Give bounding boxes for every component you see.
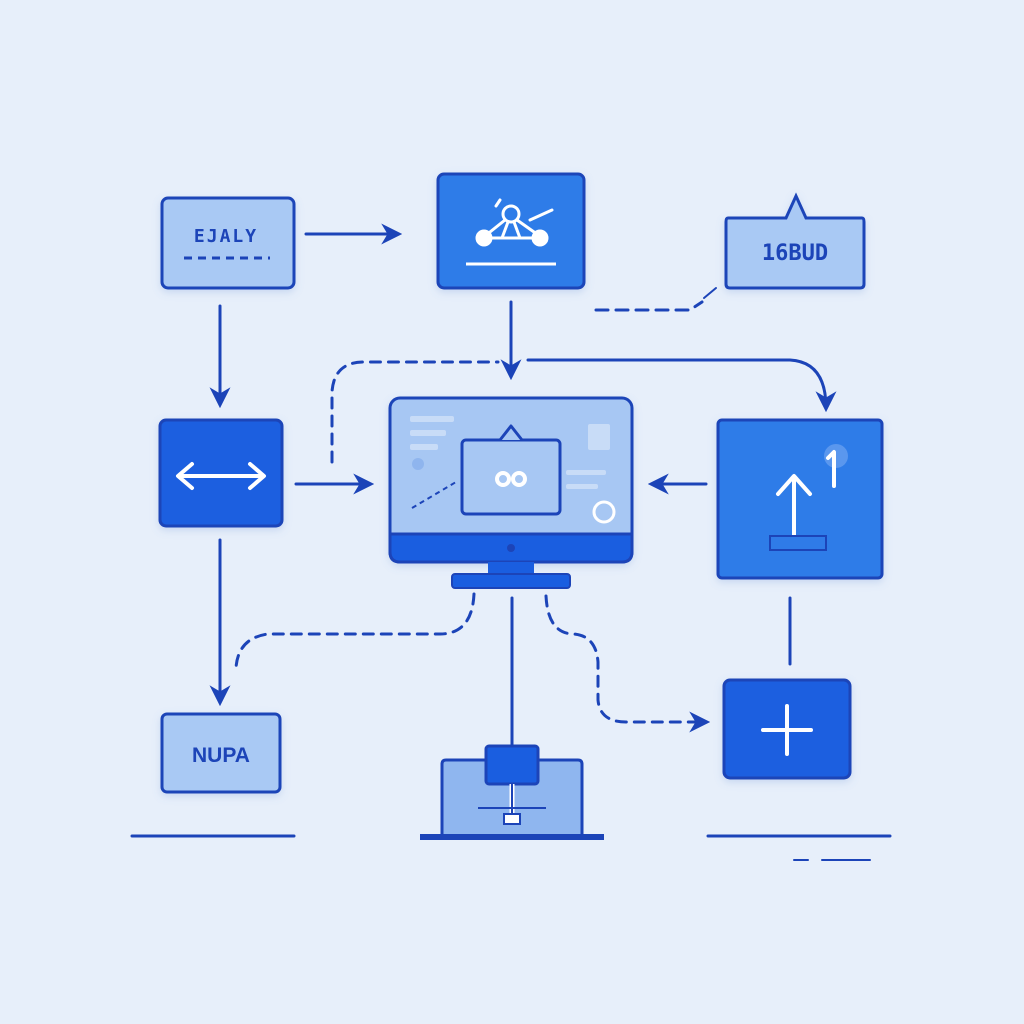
node-tag-label: 16BUD xyxy=(762,241,828,266)
node-add[interactable] xyxy=(722,678,852,780)
double-arrow-icon xyxy=(176,462,266,490)
node-early[interactable]: EJALY xyxy=(160,196,296,290)
connector-dashed-left-top xyxy=(330,360,500,464)
connectors xyxy=(209,223,837,748)
node-nupa-label: NUPA xyxy=(192,744,250,767)
upload-arrow-icon xyxy=(776,450,836,540)
node-laptop[interactable] xyxy=(420,744,604,840)
gear-network-icon xyxy=(475,198,554,247)
laptop-icon xyxy=(420,744,604,840)
monitor-window xyxy=(460,424,562,516)
node-tag[interactable]: 16BUD xyxy=(724,192,866,290)
connector-dashed-monitor-to-nupa xyxy=(234,592,476,670)
plus-icon xyxy=(761,704,813,756)
monitor-screen-decor xyxy=(410,416,616,524)
upload-base xyxy=(769,535,827,551)
node-monitor[interactable] xyxy=(388,396,634,589)
node-upload[interactable] xyxy=(716,418,884,580)
connector-dashed-monitor-to-add xyxy=(544,594,711,733)
connector-dashed-tag-tail xyxy=(703,287,717,299)
link-icon xyxy=(495,471,527,487)
connector-monitor-to-upload xyxy=(526,358,837,413)
node-nupa[interactable]: NUPA xyxy=(160,712,282,794)
node-early-label: EJALY xyxy=(194,226,258,247)
baselines xyxy=(130,834,892,861)
node-swap[interactable] xyxy=(158,418,284,528)
node-network[interactable] xyxy=(436,172,586,290)
connector-dashed-network-to-tag xyxy=(594,300,704,312)
